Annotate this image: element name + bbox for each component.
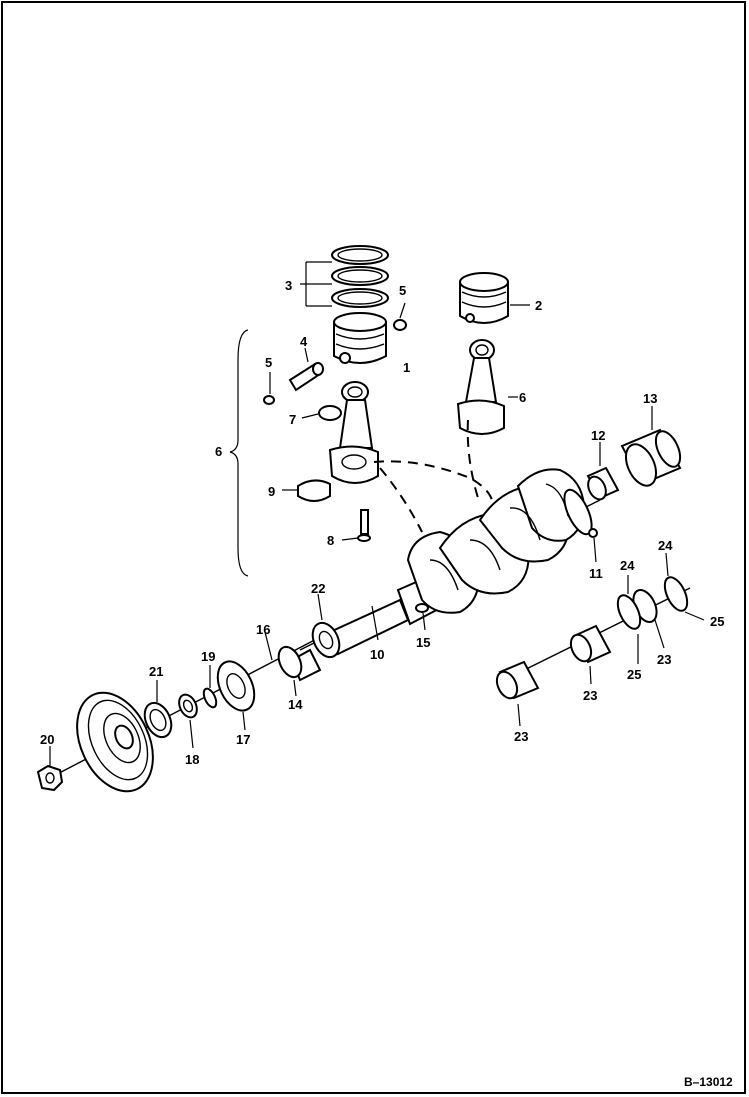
callout-1: 1 (403, 360, 410, 375)
piston-pin (288, 362, 324, 392)
oil-plug (588, 528, 598, 538)
snap-ring-upper (393, 319, 407, 331)
main-bearing-23b (569, 624, 612, 664)
gear-spacer (277, 645, 303, 679)
callout-10: 10 (370, 647, 384, 662)
o-ring (178, 693, 198, 719)
callout-19: 19 (201, 649, 215, 664)
rod-bearing (297, 479, 331, 502)
callout-18: 18 (185, 752, 199, 767)
callout-11: 11 (589, 566, 603, 581)
rod-bolt (357, 509, 371, 542)
collar (202, 687, 218, 709)
thrust-washer-24b (663, 576, 689, 612)
callout-25-b: 25 (627, 667, 641, 682)
connecting-rod-right (456, 339, 505, 435)
callout-14: 14 (288, 697, 303, 712)
callout-23-c: 23 (657, 652, 671, 667)
callout-5-lower: 5 (265, 355, 272, 370)
callout-24-a: 24 (620, 558, 635, 573)
callout-7: 7 (289, 412, 296, 427)
callout-6-right: 6 (519, 390, 526, 405)
callout-20: 20 (40, 732, 54, 747)
callout-9: 9 (268, 484, 275, 499)
callout-5-upper: 5 (399, 283, 406, 298)
rod-bushing (318, 405, 342, 421)
callout-21: 21 (149, 664, 163, 679)
piston-2 (459, 272, 509, 324)
callout-4: 4 (300, 334, 308, 349)
main-bearing-23a (495, 660, 540, 700)
callout-23-b: 23 (583, 688, 597, 703)
crank-nut (36, 764, 64, 792)
figure-id: B–13012 (684, 1075, 733, 1089)
thrust-washer-24a (616, 594, 642, 630)
rear-bearing-12 (586, 466, 620, 501)
callout-13: 13 (643, 391, 657, 406)
callout-6: 6 (215, 444, 222, 459)
crankshaft (299, 468, 601, 656)
callout-8: 8 (327, 533, 334, 548)
crank-pulley (76, 691, 154, 793)
callout-25-a: 25 (710, 614, 724, 629)
rear-bearing-13 (620, 428, 682, 487)
thrust-washer (216, 660, 256, 712)
callout-3: 3 (285, 278, 292, 293)
snap-ring-lower (263, 395, 275, 405)
callout-12: 12 (591, 428, 605, 443)
connecting-rod-left (328, 381, 379, 484)
crank-key (415, 603, 429, 613)
piston-1 (333, 312, 387, 364)
callout-16: 16 (256, 622, 270, 637)
piston-rings (331, 245, 389, 308)
callout-24-b: 24 (658, 538, 673, 553)
callout-22: 22 (311, 581, 325, 596)
callout-17: 17 (236, 732, 250, 747)
callout-15: 15 (416, 635, 430, 650)
callout-2: 2 (535, 298, 542, 313)
callout-23-a: 23 (514, 729, 528, 744)
